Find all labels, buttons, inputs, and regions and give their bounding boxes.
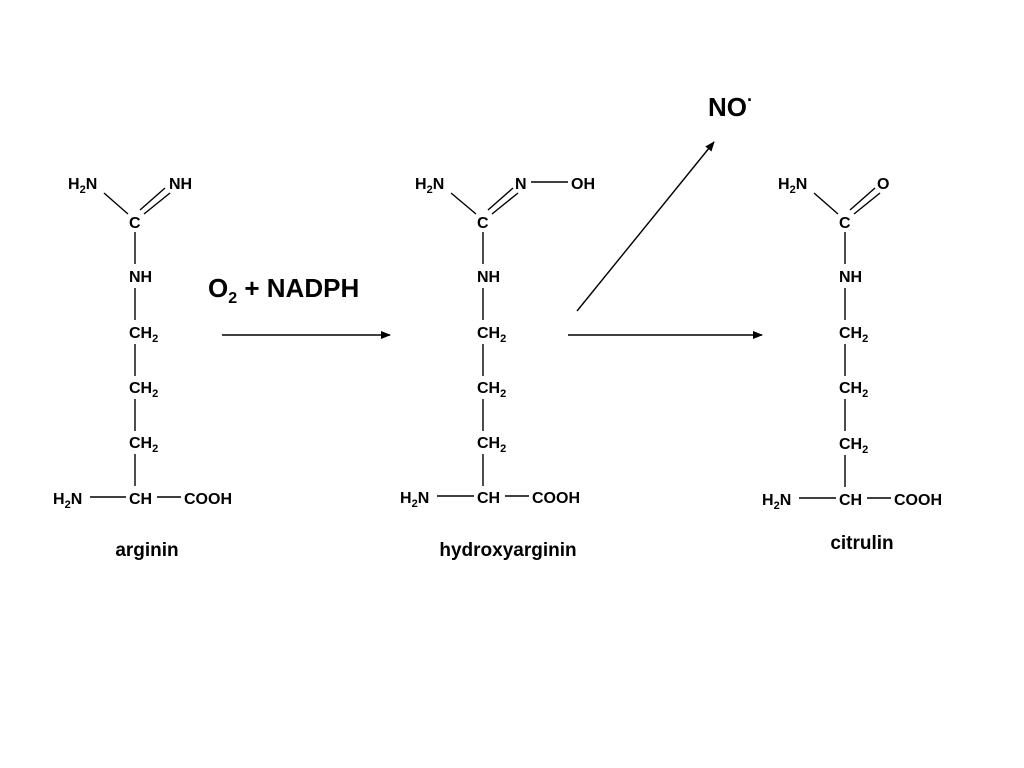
ch2-label: CH2 [129, 380, 158, 400]
ch2-label: CH2 [477, 325, 506, 345]
double-bond-line [139, 187, 166, 211]
carboxyl-group-label: COOH [894, 492, 942, 509]
amino-group-label: H2N [53, 491, 82, 511]
ch2-label: CH2 [477, 435, 506, 455]
arginin-structure: H2N NH C NH CH2 CH2 CH2 H2N CH COOH [53, 176, 232, 511]
amino-group-label: H2N [415, 176, 444, 196]
imino-group-label: NH [169, 176, 192, 193]
molecule-name-arginin: arginin [115, 540, 178, 561]
byproduct-arrow [576, 141, 715, 312]
citrulin-structure: H2N O C NH CH2 CH2 CH2 H2N CH COOH [762, 176, 942, 512]
molecule-name-hydroxyarginin: hydroxyarginin [439, 540, 576, 561]
single-bond [103, 192, 129, 215]
single-bond [450, 192, 477, 215]
urea-carbon-label: C [839, 215, 851, 232]
ch2-label: CH2 [839, 380, 868, 400]
ch2-label: CH2 [839, 325, 868, 345]
amino-group-label: H2N [762, 492, 791, 512]
nh-label: NH [839, 269, 862, 286]
double-bond-line [143, 192, 171, 215]
double-bond-line [853, 192, 881, 215]
alpha-carbon-label: CH [129, 491, 152, 508]
alpha-carbon-label: CH [839, 492, 862, 509]
amino-group-label: H2N [68, 176, 97, 196]
amino-group-label: H2N [400, 490, 429, 510]
carbonyl-oxygen-label: O [877, 176, 889, 193]
nh-label: NH [477, 269, 500, 286]
ch2-label: CH2 [839, 436, 868, 456]
hydroxyarginin-structure: H2N N OH C NH CH2 CH2 CH2 H2N CH COOH [400, 176, 595, 510]
double-bond-line [487, 187, 514, 211]
amino-group-label: H2N [778, 176, 807, 196]
hydroxyl-group-label: OH [571, 176, 595, 193]
imine-nitrogen-label: N [515, 176, 527, 193]
nitric-oxide-label: NO· [708, 90, 753, 122]
double-bond-line [849, 187, 876, 211]
carboxyl-group-label: COOH [532, 490, 580, 507]
nh-label: NH [129, 269, 152, 286]
guanidino-carbon-label: C [129, 215, 141, 232]
double-bond-line [491, 192, 519, 215]
alpha-carbon-label: CH [477, 490, 500, 507]
molecule-name-citrulin: citrulin [830, 533, 893, 554]
guanidino-carbon-label: C [477, 215, 489, 232]
single-bond [813, 192, 839, 215]
ch2-label: CH2 [129, 325, 158, 345]
reagent-label: O2 + NADPH [208, 273, 359, 307]
ch2-label: CH2 [129, 435, 158, 455]
ch2-label: CH2 [477, 380, 506, 400]
carboxyl-group-label: COOH [184, 491, 232, 508]
